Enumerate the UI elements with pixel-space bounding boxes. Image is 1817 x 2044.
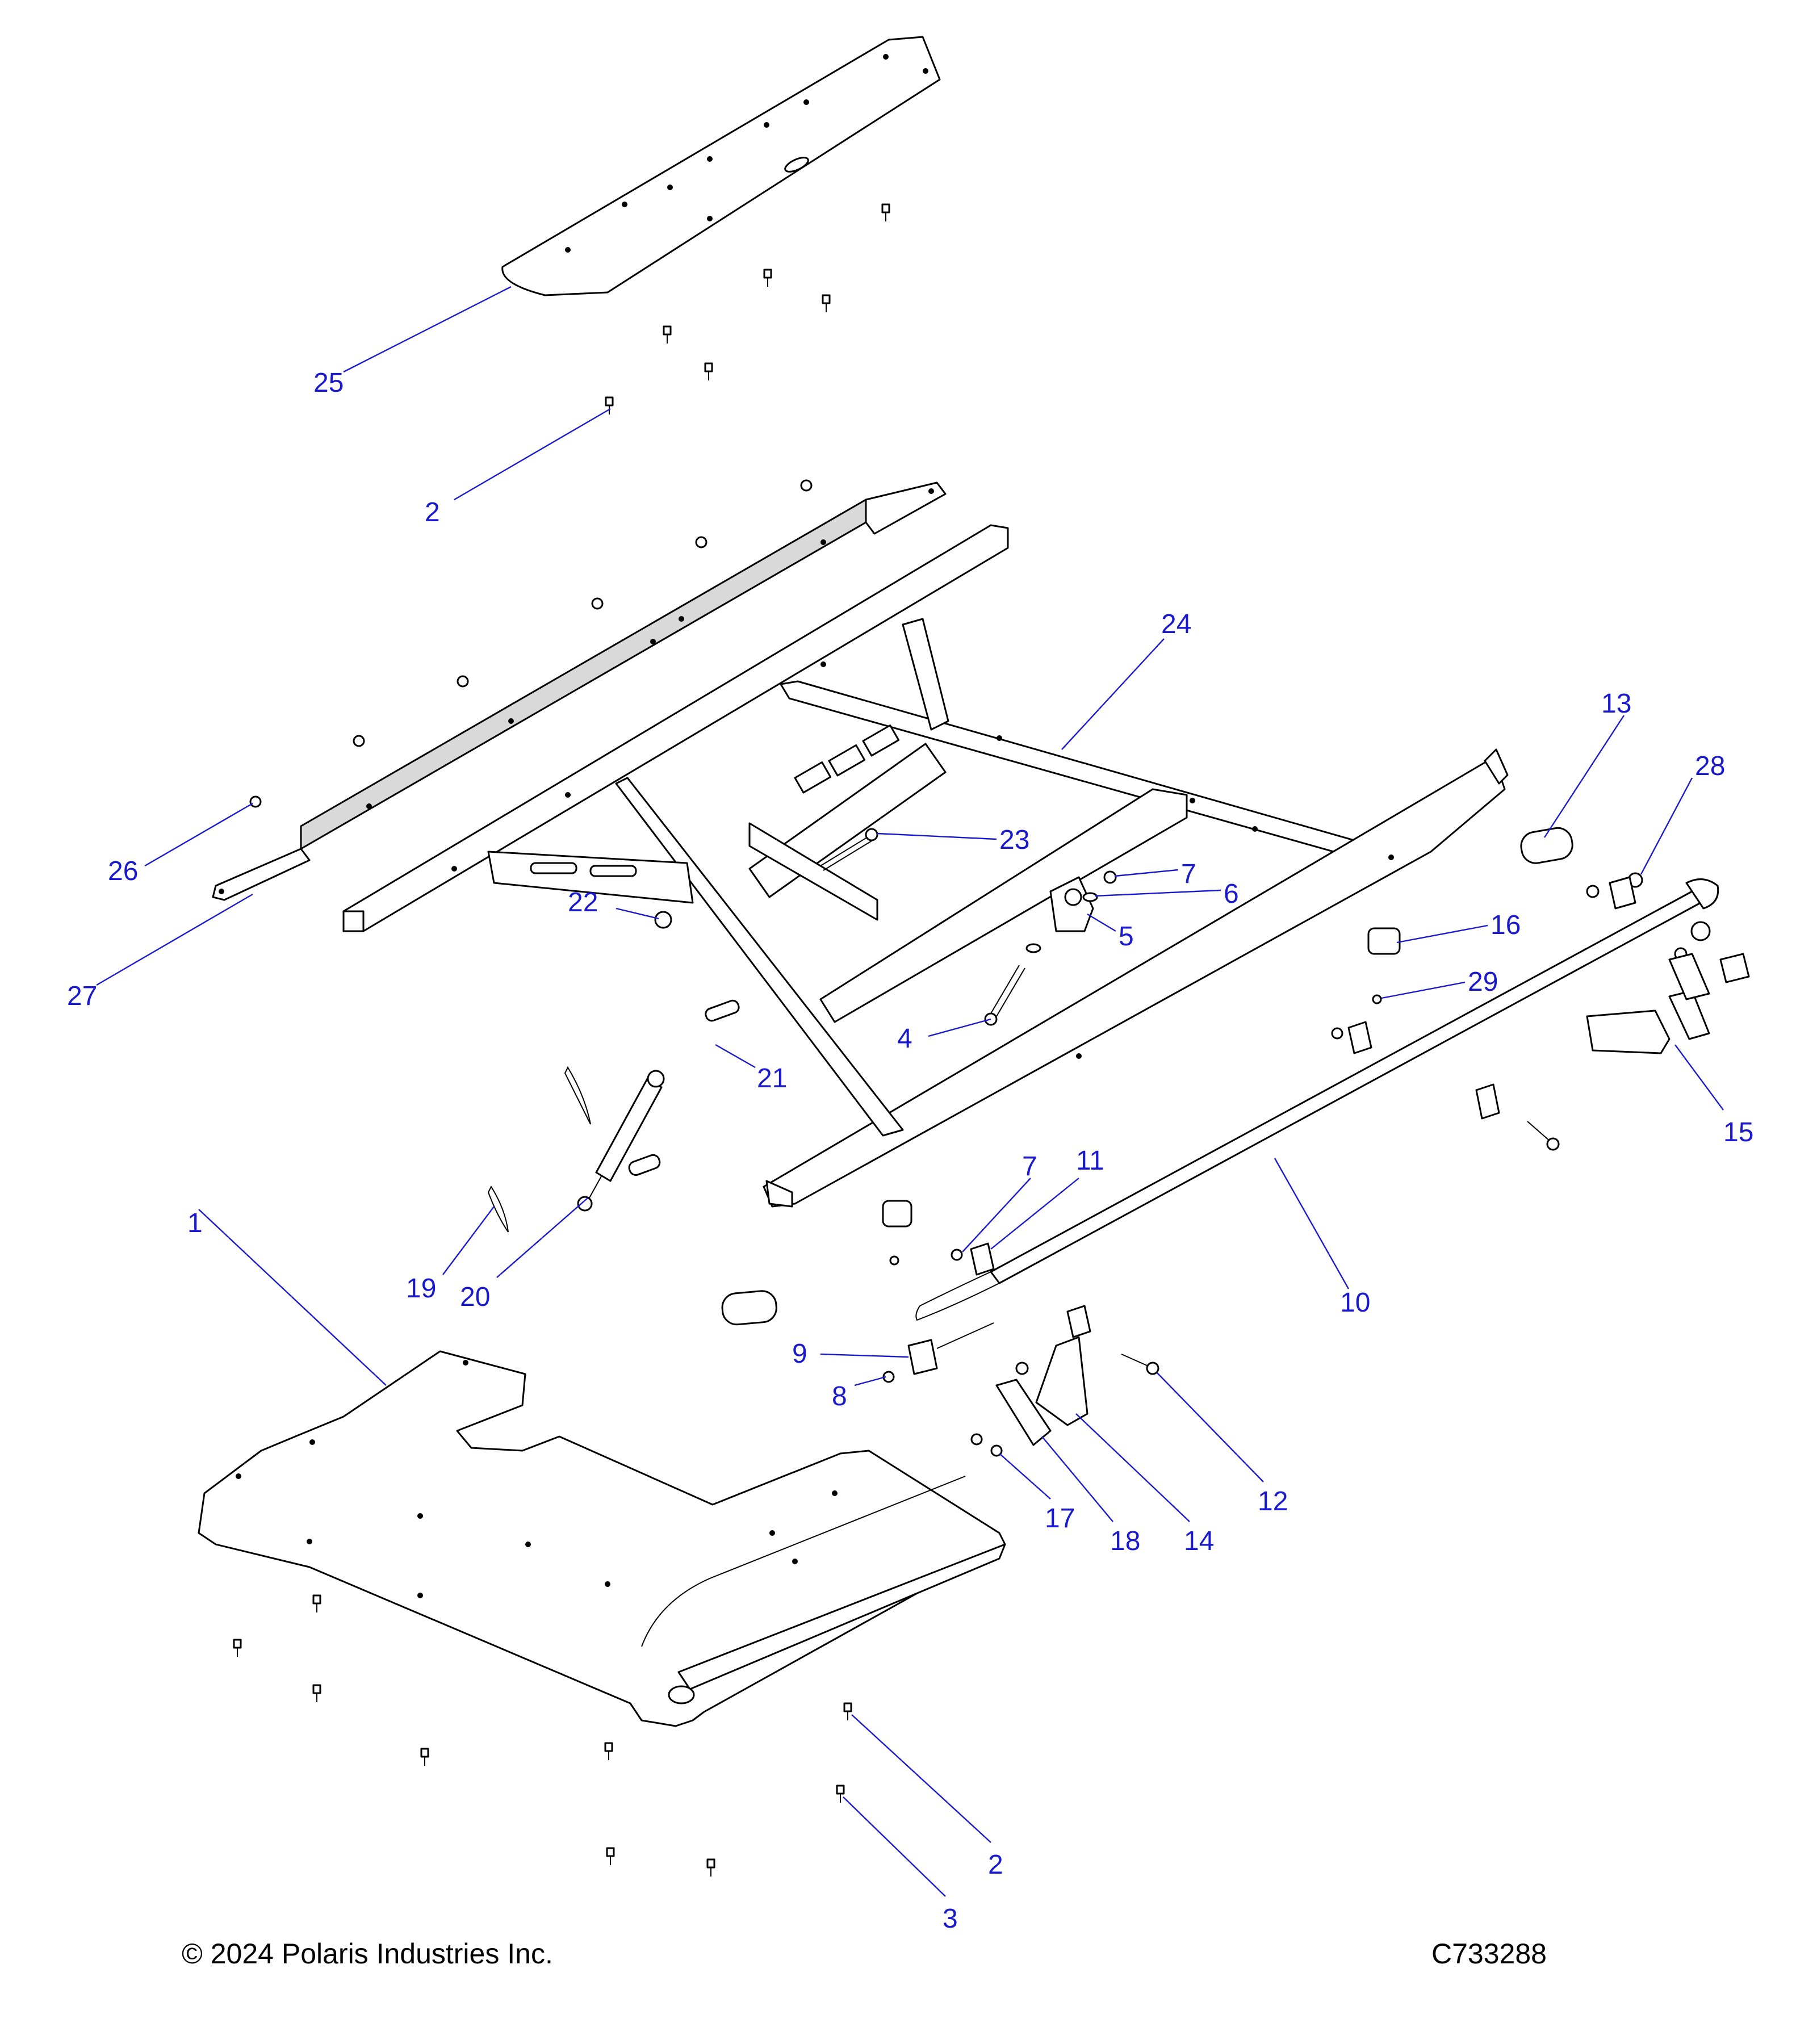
part-7-nut-upper xyxy=(1103,870,1117,884)
part-14-bracket xyxy=(1035,1336,1088,1426)
callout-8: 8 xyxy=(832,1381,847,1411)
clip-near-20 xyxy=(564,1066,591,1125)
callout-7-upper: 7 xyxy=(1181,859,1196,889)
part-1-skid-plate xyxy=(198,1350,1006,1727)
clip-lower-right xyxy=(1475,1083,1500,1120)
clip-center xyxy=(1066,1305,1091,1338)
part-23-bolt xyxy=(820,828,878,871)
callout-13: 13 xyxy=(1601,689,1631,719)
leader-lines xyxy=(96,286,1724,1897)
part-7-nut-lower xyxy=(951,1249,963,1261)
callout-22: 22 xyxy=(568,887,598,918)
callout-1: 1 xyxy=(187,1208,203,1238)
part-22-nut xyxy=(654,911,672,929)
part-10-rod xyxy=(915,878,1719,1321)
callout-17: 17 xyxy=(1045,1503,1075,1534)
bumper-left xyxy=(882,1200,912,1228)
callout-16: 16 xyxy=(1491,910,1521,940)
callout-27: 27 xyxy=(67,981,97,1011)
callout-12: 12 xyxy=(1258,1486,1288,1517)
top-fasteners xyxy=(605,203,890,414)
part-16-bumper xyxy=(1367,927,1401,955)
part-24-main-frame xyxy=(342,524,1509,1208)
copyright-text: © 2024 Polaris Industries Inc. xyxy=(182,1938,553,1970)
rail-fasteners xyxy=(249,479,813,808)
callout-23: 23 xyxy=(999,825,1029,855)
callout-10: 10 xyxy=(1340,1288,1370,1318)
part-17-bolts xyxy=(970,1433,1003,1457)
callout-9: 9 xyxy=(792,1339,807,1369)
callout-18: 18 xyxy=(1110,1526,1140,1556)
part-6-washer xyxy=(1082,892,1098,902)
link-plate-right xyxy=(1668,953,1750,1000)
callout-19: 19 xyxy=(406,1274,436,1304)
bolt-lower-right xyxy=(1527,1121,1560,1151)
callout-25: 25 xyxy=(313,368,344,398)
skid-fasteners xyxy=(233,1594,852,1877)
callout-29: 29 xyxy=(1468,967,1498,997)
callout-28: 28 xyxy=(1695,751,1725,781)
part-29-screw xyxy=(1372,994,1382,1004)
pin-near-20 xyxy=(628,1154,661,1176)
part-25-top-panel xyxy=(501,36,941,296)
callout-21: 21 xyxy=(757,1063,787,1094)
callout-3: 3 xyxy=(943,1904,958,1934)
part-20-gas-strut xyxy=(577,1070,665,1212)
drawing-code: C733288 xyxy=(1431,1938,1547,1970)
screw-left xyxy=(889,1255,899,1266)
washer-near-4 xyxy=(1025,943,1041,953)
part-13-bushing xyxy=(1520,827,1573,864)
part-12-bolt xyxy=(1121,1354,1159,1375)
callout-4: 4 xyxy=(897,1024,912,1054)
callout-7-lower: 7 xyxy=(1022,1151,1037,1182)
callout-5: 5 xyxy=(1119,922,1134,952)
part-11-clip xyxy=(970,1242,995,1276)
callout-6: 6 xyxy=(1224,879,1239,909)
callout-2-top: 2 xyxy=(425,497,440,527)
part-4-bolt xyxy=(984,965,1025,1026)
callout-24: 24 xyxy=(1161,609,1191,639)
callout-11: 11 xyxy=(1076,1146,1104,1176)
clip-mid-right xyxy=(1331,1021,1372,1054)
callout-15: 15 xyxy=(1723,1117,1753,1147)
clip-upper-right xyxy=(1586,876,1636,910)
callout-20: 20 xyxy=(460,1282,490,1312)
bolt-near-14 xyxy=(1015,1362,1029,1375)
part-27-side-rail xyxy=(212,481,947,901)
callout-labels: 25 2 26 27 24 23 22 21 4 7 6 5 13 28 16 … xyxy=(67,368,1753,1934)
part-5-bracket xyxy=(1049,876,1094,932)
callout-26: 26 xyxy=(108,856,138,886)
part-19-clip xyxy=(487,1185,509,1233)
part-18-plate xyxy=(995,1379,1052,1446)
bushing-left xyxy=(721,1290,777,1326)
part-21-pin xyxy=(705,999,740,1022)
part-9-grommet xyxy=(907,1322,994,1375)
callout-2-bottom: 2 xyxy=(988,1850,1003,1880)
callout-14: 14 xyxy=(1184,1526,1214,1556)
